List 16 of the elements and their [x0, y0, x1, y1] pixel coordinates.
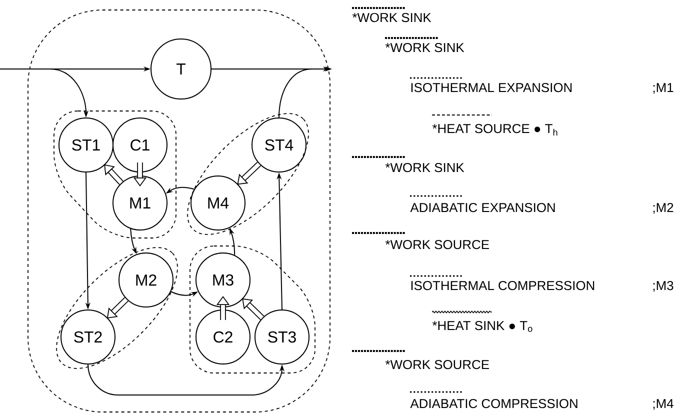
process-label: *WORK SINK	[352, 12, 432, 22]
process-label: *WORK SINK	[385, 42, 464, 52]
process-label: ;M4	[653, 399, 674, 410]
process-label: *WORK SINK	[385, 162, 464, 172]
process-label: *WORK SOURCE	[385, 360, 489, 370]
process-label: ISOTHERMAL COMPRESSION	[411, 280, 594, 290]
process-label: *HEAT SINK ● T$_{o}$	[432, 320, 532, 332]
process-label: ;M3	[653, 280, 674, 292]
process-label: ADIABATIC EXPANSION	[410, 202, 555, 212]
process-label: *HEAT SOURCE ● T$_{h}$	[432, 124, 558, 136]
process-label: ;M2	[653, 202, 674, 214]
process-label: ;M1	[653, 83, 674, 94]
process-label: ADIABATIC COMPRESSION	[410, 398, 578, 408]
process-label: ISOTHERMAL EXPANSION	[411, 82, 572, 92]
process-label: *WORK SOURCE	[385, 240, 489, 250]
hollow-arrow	[237, 162, 262, 185]
